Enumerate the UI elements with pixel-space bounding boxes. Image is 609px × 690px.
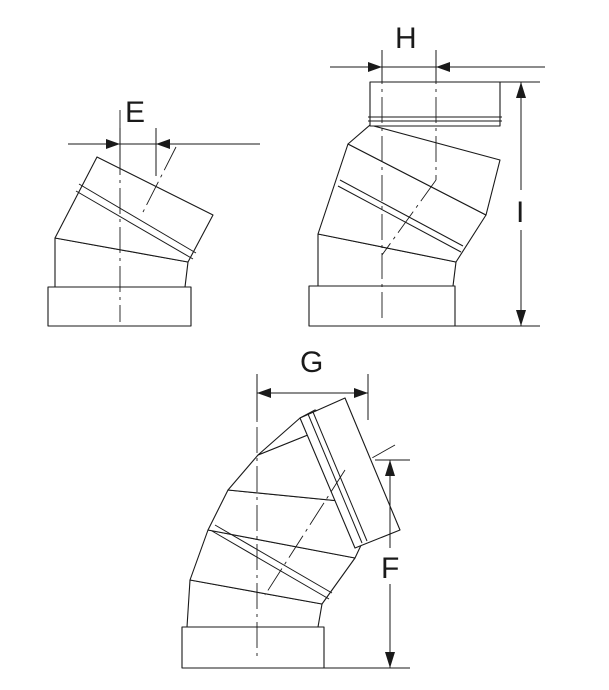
elbow-30-degree [47, 110, 214, 327]
elbow-90-base-collar [181, 626, 325, 669]
dimension-i: I [372, 81, 540, 327]
dimension-h: H [330, 22, 545, 82]
dimension-e-label: E [125, 96, 145, 129]
elbow-90-degree [181, 388, 401, 669]
elbow-45-mid-bead-2 [337, 185, 462, 253]
dimension-i-label: I [516, 196, 524, 229]
dimension-e: E [68, 96, 260, 176]
elbow-90-lower-bead-2 [211, 530, 330, 600]
elbow-45-mid-bead-1 [339, 179, 464, 247]
elbow-45-degree [308, 58, 502, 327]
elbow-90-upper-bead-2 [312, 411, 368, 542]
elbow-30-outlet-centerline [141, 146, 177, 215]
elbow-45-diagonal-centerline [381, 179, 437, 256]
elbow-30-bead-line-2 [75, 190, 194, 260]
dimension-h-label: H [395, 22, 417, 55]
dimension-g: G [256, 346, 369, 420]
elbow-90-outlet-collar [299, 397, 401, 549]
elbow-30-upper-section [54, 156, 214, 263]
elbow-90-lower-bead-1 [214, 524, 333, 594]
elbow-90-outlet-centerline [371, 444, 396, 459]
elbow-30-bead-line-1 [78, 183, 197, 254]
elbow-90-arc-centerline [264, 469, 346, 596]
dimension-g-label: G [300, 346, 323, 379]
dimension-f-label: F [381, 552, 399, 585]
elbow-45-upper-section [347, 124, 501, 216]
elbow-45-top-collar [369, 81, 501, 127]
dimension-f: F [182, 459, 410, 669]
elbow-30-base-collar [47, 286, 192, 327]
elbow-90-upper-bead-1 [307, 413, 363, 544]
